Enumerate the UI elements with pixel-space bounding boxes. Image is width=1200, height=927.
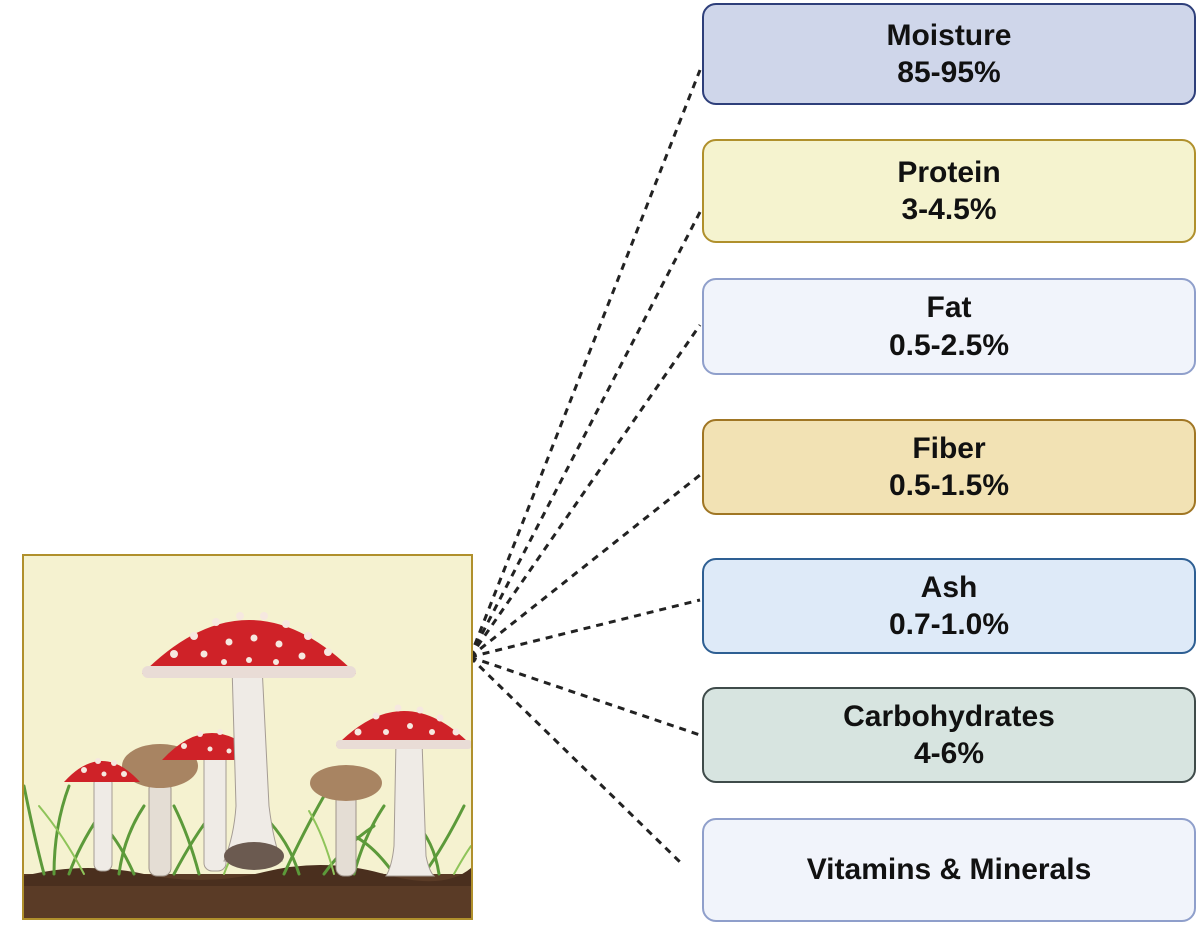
component-value: 3-4.5% <box>901 193 997 226</box>
component-value: 0.5-2.5% <box>888 328 1010 362</box>
component-box-fat: Fat 0.5-2.5% <box>702 278 1196 375</box>
component-label: Carbohydrates <box>843 699 1055 733</box>
component-label: Ash <box>920 570 978 604</box>
component-box-ash: Ash 0.7-1.0% <box>702 558 1196 654</box>
component-label: Protein <box>897 155 1001 189</box>
connector-line-protein <box>468 211 702 658</box>
component-value: 0.7-1.0% <box>888 608 1010 641</box>
component-value: 85-95% <box>897 56 1001 89</box>
connector-line-fat <box>468 324 702 658</box>
component-box-protein: Protein 3-4.5% <box>702 139 1196 243</box>
mushroom-illustration <box>22 554 473 920</box>
connector-line-vitamins-minerals <box>468 655 682 864</box>
component-label: Fat <box>926 291 972 324</box>
component-label: Fiber <box>912 431 986 465</box>
component-label: Vitamins & Minerals <box>806 853 1092 887</box>
component-box-moisture: Moisture 85-95% <box>702 3 1196 105</box>
component-value: 0.5-1.5% <box>888 469 1010 502</box>
component-label: Moisture <box>886 18 1012 52</box>
connector-line-carbohydrates <box>469 655 701 737</box>
component-box-vitamins-minerals: Vitamins & Minerals <box>702 818 1196 922</box>
connector-line-fiber <box>469 473 701 659</box>
component-box-carbohydrates: Carbohydrates 4-6% <box>702 687 1196 783</box>
component-box-fiber: Fiber 0.5-1.5% <box>702 419 1196 515</box>
component-value: 4-6% <box>913 737 985 770</box>
connector-line-ash <box>469 598 701 659</box>
connector-line-moisture <box>468 69 702 658</box>
